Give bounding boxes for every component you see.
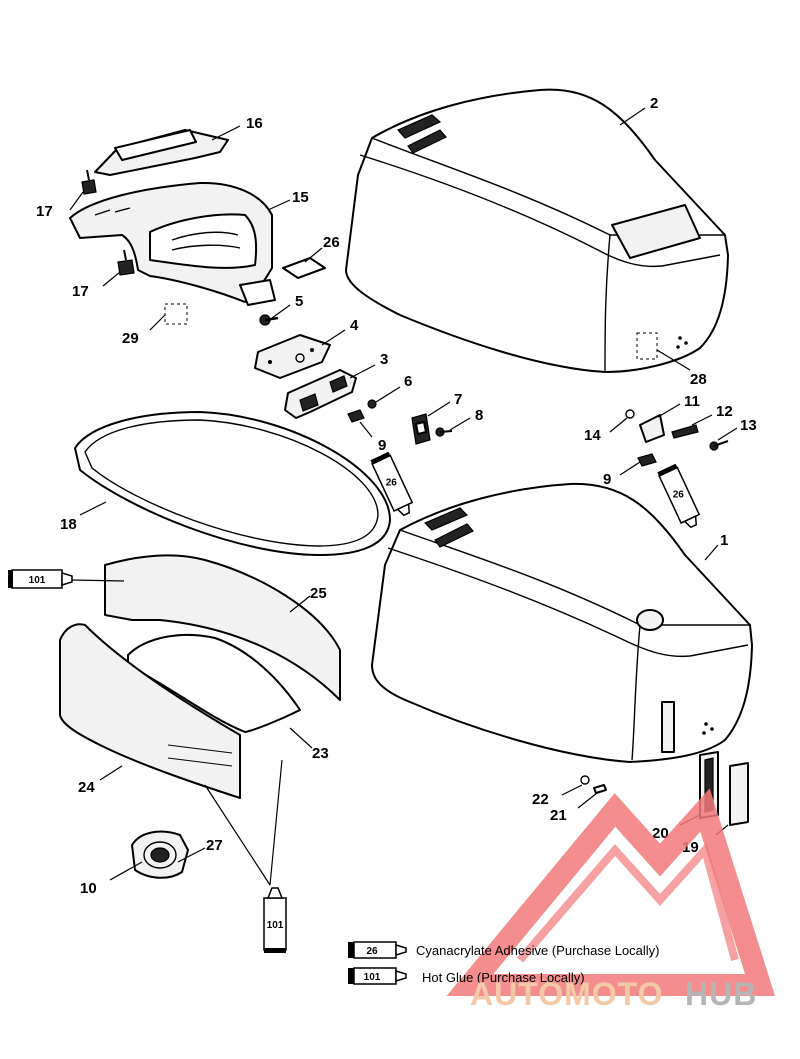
callout-8: 8 — [475, 407, 483, 424]
tube-101-a-label: 101 — [29, 575, 46, 586]
part-7-clip — [411, 413, 431, 445]
part-25-foam-panel — [104, 554, 341, 701]
legend-item-26-code: 26 — [366, 946, 378, 957]
tube-101-b-label: 101 — [267, 920, 284, 931]
legend-item-101-label: Hot Glue (Purchase Locally) — [422, 970, 585, 985]
part-1-top-cowl-lower — [371, 482, 753, 763]
callout-21: 21 — [550, 807, 567, 824]
legend-item-26-label: Cyanacrylate Adhesive (Purchase Locally) — [416, 943, 660, 958]
callout-24: 24 — [78, 779, 95, 796]
watermark-logo — [446, 788, 775, 996]
part-19-grille-right — [729, 762, 749, 826]
tube-26-a-label: 26 — [386, 477, 398, 488]
watermark-text-part-b: HUB — [685, 976, 757, 1012]
callout-3: 3 — [380, 351, 388, 368]
callout-27: 27 — [206, 837, 223, 854]
part-10-connector — [131, 830, 189, 879]
part-17-screw-lower — [117, 249, 135, 276]
part-29-decal — [164, 303, 188, 325]
callout-6: 6 — [404, 373, 412, 390]
part-26-plate — [282, 257, 326, 279]
callout-12: 12 — [716, 403, 733, 420]
callout-13: 13 — [740, 417, 757, 434]
callout-numbers: 2 1 16 15 17 17 26 5 29 4 3 6 9 7 8 11 1… — [36, 95, 757, 897]
part-13-screw — [709, 440, 729, 451]
callout-15: 15 — [292, 189, 309, 206]
callout-9-left: 9 — [378, 437, 386, 454]
legend-item-101: 101 Hot Glue (Purchase Locally) — [348, 967, 585, 985]
part-23-foam-pad — [127, 633, 301, 733]
callout-11: 11 — [684, 393, 700, 410]
hot-glue-tube-101-a: 101 — [8, 569, 73, 589]
part-14-nut — [625, 409, 635, 419]
part-8-screw — [435, 427, 453, 437]
hot-glue-tube-101-b: 101 — [263, 887, 287, 953]
callout-17-lower: 17 — [72, 283, 89, 300]
callout-1: 1 — [720, 532, 728, 549]
part-12-strip — [671, 424, 699, 439]
part-22-clip — [580, 775, 590, 785]
part-18-seal — [74, 411, 391, 556]
callout-20: 20 — [652, 825, 669, 842]
callout-28: 28 — [690, 371, 707, 388]
leader-lines — [69, 107, 738, 886]
callout-17-upper: 17 — [36, 203, 53, 220]
callout-4: 4 — [350, 317, 359, 334]
part-21-pin — [593, 784, 607, 794]
part-2-top-cowl-upper — [345, 88, 729, 373]
watermark-text: AUTOMOTO HUB — [470, 976, 757, 1012]
callout-29: 29 — [122, 330, 139, 347]
callout-9-right: 9 — [603, 471, 611, 488]
callout-2: 2 — [650, 95, 658, 112]
part-5-screw — [259, 314, 279, 326]
part-9-grommet-right — [637, 453, 657, 467]
adhesive-tube-26-a: 26 — [370, 451, 414, 517]
callout-23: 23 — [312, 745, 329, 762]
callout-25: 25 — [310, 585, 327, 602]
callout-7: 7 — [454, 391, 462, 408]
adhesive-tube-26-b: 26 — [657, 463, 701, 529]
legend: 26 Cyanacrylate Adhesive (Purchase Local… — [348, 941, 660, 985]
legend-item-101-code: 101 — [364, 972, 381, 983]
part-11-bracket — [639, 414, 665, 443]
part-17-screw-upper — [81, 169, 97, 195]
part-15-intake-duct — [69, 181, 276, 306]
part-24-side-panel — [59, 623, 241, 799]
part-9-grommet-left — [347, 409, 365, 423]
callout-18: 18 — [60, 516, 77, 533]
callout-14: 14 — [584, 427, 601, 444]
callout-10: 10 — [80, 880, 97, 897]
callout-16: 16 — [246, 115, 263, 132]
callout-26: 26 — [323, 234, 340, 251]
tube-26-b-label: 26 — [673, 489, 685, 500]
watermark-text-part-a: AUTOMOTO — [470, 976, 663, 1012]
part-4-latch-plate — [254, 334, 331, 379]
part-3-latch — [284, 369, 357, 419]
legend-item-26: 26 Cyanacrylate Adhesive (Purchase Local… — [348, 941, 660, 959]
part-6-nut — [367, 399, 377, 409]
callout-5: 5 — [295, 293, 303, 310]
part-16-vent-cover — [94, 129, 229, 176]
callout-22: 22 — [532, 791, 549, 808]
